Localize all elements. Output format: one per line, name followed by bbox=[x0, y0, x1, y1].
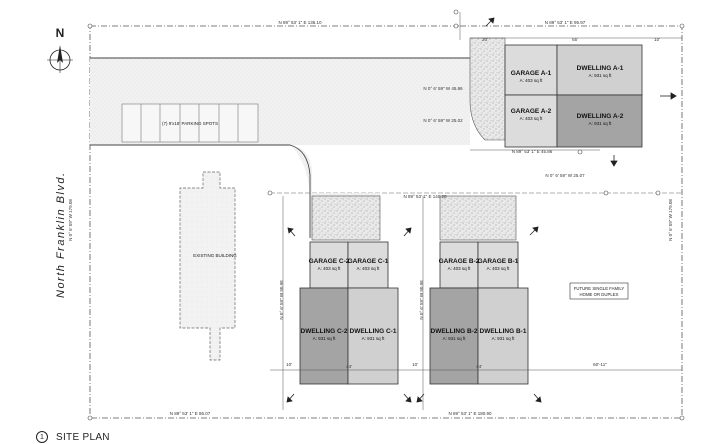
garage-b2-name: GARAGE B-2 bbox=[439, 258, 480, 265]
dim-left-vertical: N 0° 6' 59" W 179.08 bbox=[68, 199, 73, 241]
dim-gap-b: 10' bbox=[412, 362, 418, 367]
garage-c2-block bbox=[309, 241, 349, 289]
paving-edge bbox=[90, 57, 470, 238]
dwelling-b2-name: DWELLING B-2 bbox=[431, 328, 478, 335]
dim-a-top-1: 20' bbox=[482, 37, 488, 42]
garage-c2-area: A: 403 sq ft bbox=[318, 266, 342, 271]
garage-b1-area: A: 403 sq ft bbox=[487, 266, 511, 271]
dwelling-c2-name: DWELLING C-2 bbox=[301, 328, 348, 335]
dwelling-c2-area: A: 931 sq ft bbox=[313, 336, 337, 341]
title-number: 1 bbox=[36, 431, 48, 443]
garage-b2-area: A: 403 sq ft bbox=[448, 266, 472, 271]
future-note-line-2: HOME OR DUPLEX bbox=[580, 292, 619, 297]
building-a: GARAGE A-1 A: 403 sq ft GARAGE A-2 A: 40… bbox=[504, 44, 643, 148]
dwelling-a2-name: DWELLING A-2 bbox=[577, 113, 624, 120]
dwelling-b1-block bbox=[477, 287, 529, 385]
dim-c-vertical: N 0° 6' 59" W 90.98 bbox=[279, 280, 284, 320]
dwelling-b1-name: DWELLING B-1 bbox=[480, 328, 527, 335]
garage-b1-name: GARAGE B-1 bbox=[478, 258, 519, 265]
garage-a2-block bbox=[504, 94, 558, 148]
dim-c-width: 44' bbox=[346, 364, 352, 369]
dim-right-setback: 60'-11" bbox=[593, 362, 607, 367]
dim-bottom-right: N 89° 53' 1" E 180.90 bbox=[448, 411, 492, 416]
dimension-markers bbox=[87, 9, 685, 421]
gravel-apron-a bbox=[469, 37, 506, 141]
dwelling-c2-block bbox=[299, 287, 349, 385]
dwelling-c1-block bbox=[347, 287, 399, 385]
dim-mid-line: N 89° 53' 1" E 140.20 bbox=[403, 194, 447, 199]
dwelling-a1-block bbox=[556, 44, 643, 96]
entry-arrows bbox=[286, 17, 677, 403]
paved-drive bbox=[90, 145, 380, 238]
dim-b-vertical: N 0° 6' 59" W 90.98 bbox=[419, 280, 424, 320]
dim-gap-c: 10' bbox=[286, 362, 292, 367]
garage-c2-name: GARAGE C-2 bbox=[309, 258, 350, 265]
dim-bearing-3: N 0° 6' 59" W 25.07 bbox=[545, 173, 585, 178]
dim-top-right: N 89° 53' 1" E 95.97 bbox=[545, 20, 586, 25]
dwelling-a1-name: DWELLING A-1 bbox=[577, 65, 624, 72]
garage-a2-area: A: 403 sq ft bbox=[520, 116, 544, 121]
garage-c1-area: A: 403 sq ft bbox=[357, 266, 381, 271]
garage-b1-block bbox=[477, 241, 519, 289]
drawing-title: 1 SITE PLAN bbox=[36, 430, 110, 444]
north-label: N bbox=[56, 26, 65, 40]
dim-right-vertical: N 0° 6' 59" W 179.08 bbox=[668, 199, 673, 241]
garage-a1-area: A: 403 sq ft bbox=[520, 78, 544, 83]
future-home-note-box bbox=[569, 282, 629, 300]
garage-a1-name: GARAGE A-1 bbox=[511, 70, 552, 77]
dwelling-a1-area: A: 931 sq ft bbox=[589, 73, 613, 78]
title-text: SITE PLAN bbox=[56, 431, 110, 443]
dimension-labels: N 89° 53' 1" E 136.10 N 89° 53' 1" E 95.… bbox=[68, 20, 673, 416]
dim-bottom-left: N 89° 53' 1" E 86.07 bbox=[170, 411, 211, 416]
existing-building bbox=[179, 171, 236, 361]
dim-b-width: 44' bbox=[476, 364, 482, 369]
future-note-line-1: FUTURE SINGLE FAMILY bbox=[574, 286, 625, 291]
dwelling-c1-area: A: 931 sq ft bbox=[362, 336, 386, 341]
gravel-apron-c bbox=[311, 195, 381, 241]
dim-court-a: N 89° 53' 1" E 45.86 bbox=[512, 149, 553, 154]
street-label: North Franklin Blvd. bbox=[55, 171, 67, 298]
garage-a2-name: GARAGE A-2 bbox=[511, 108, 552, 115]
dim-bearing-2: N 0° 6' 59" W 25.02 bbox=[423, 118, 463, 123]
dwelling-c1-name: DWELLING C-1 bbox=[350, 328, 397, 335]
garage-b2-block bbox=[439, 241, 479, 289]
dwelling-b1-area: A: 931 sq ft bbox=[492, 336, 516, 341]
dwelling-b2-block bbox=[429, 287, 479, 385]
garage-c1-block bbox=[347, 241, 389, 289]
existing-building-label: EXISTING BUILDING bbox=[193, 253, 237, 258]
dwelling-a2-block bbox=[556, 94, 643, 148]
north-arrow: N bbox=[47, 26, 73, 73]
dim-top-left: N 89° 53' 1" E 136.10 bbox=[278, 20, 322, 25]
building-b: GARAGE B-2 A: 403 sq ft GARAGE B-1 A: 40… bbox=[429, 241, 529, 385]
dim-a-top-2: 65' bbox=[572, 37, 578, 42]
dimension-lines bbox=[270, 12, 682, 410]
gravel-apron-b bbox=[439, 195, 517, 241]
garage-c1-name: GARAGE C-1 bbox=[348, 258, 389, 265]
dwelling-b2-area: A: 931 sq ft bbox=[443, 336, 467, 341]
dwelling-a2-area: A: 931 sq ft bbox=[589, 121, 613, 126]
parking-stalls bbox=[121, 103, 259, 143]
building-c: GARAGE C-2 A: 403 sq ft GARAGE C-1 A: 40… bbox=[299, 241, 399, 385]
dim-bearing-1: N 0° 6' 59" W 45.86 bbox=[423, 86, 463, 91]
dim-a-top-3: 10' bbox=[654, 37, 660, 42]
parking-label: (7) 9'x18' PARKING SPOTS bbox=[162, 121, 218, 126]
